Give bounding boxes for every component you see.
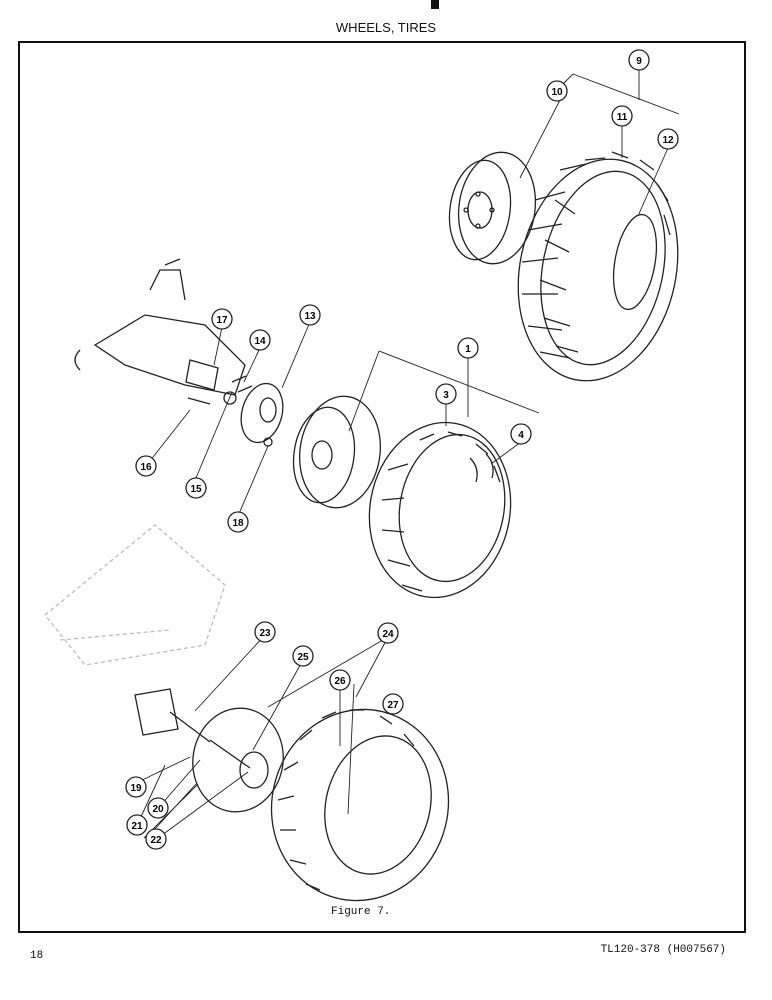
callout-18: 18 [227, 511, 249, 533]
callout-10: 10 [546, 80, 568, 102]
svg-text:22: 22 [150, 835, 162, 846]
svg-text:11: 11 [617, 112, 628, 123]
callout-12: 12 [657, 128, 679, 150]
callout-14: 14 [249, 329, 271, 351]
svg-text:14: 14 [254, 336, 266, 347]
svg-text:12: 12 [662, 135, 674, 146]
svg-text:26: 26 [334, 676, 346, 687]
hub-drawing [223, 375, 284, 447]
svg-text:19: 19 [130, 783, 142, 794]
callout-26: 26 [329, 669, 351, 691]
svg-text:27: 27 [387, 700, 399, 711]
svg-text:25: 25 [297, 652, 309, 663]
callout-17: 17 [211, 308, 233, 330]
svg-text:23: 23 [259, 628, 271, 639]
svg-text:16: 16 [140, 462, 152, 473]
caster-fork-drawing [134, 688, 211, 743]
document-id: TL120-378 (H007567) [600, 944, 726, 956]
front-rim-drawing [292, 395, 382, 509]
rear-tire-drawing [517, 151, 679, 382]
callout-20: 20 [147, 797, 169, 819]
page-number: 18 [30, 950, 44, 962]
svg-text:9: 9 [636, 56, 642, 67]
svg-text:13: 13 [304, 311, 316, 322]
front-tire-drawing [368, 421, 512, 599]
callout-23: 23 [254, 621, 276, 643]
svg-text:4: 4 [518, 430, 524, 441]
caster-tire-drawing [270, 708, 450, 902]
svg-text:17: 17 [216, 315, 228, 326]
svg-text:15: 15 [190, 484, 202, 495]
caster-rim-drawing [192, 707, 284, 813]
rear-rim-drawing [448, 151, 537, 265]
callout-21: 21 [126, 814, 148, 836]
callout-16: 16 [135, 455, 157, 477]
callout-bubbles: 9 10 11 12 13 14 17 1 3 4 16 15 18 23 24… [125, 49, 679, 850]
callout-11: 11 [611, 105, 633, 127]
callout-4: 4 [510, 423, 532, 445]
svg-text:24: 24 [382, 629, 394, 640]
frame-outline-drawing [44, 524, 226, 666]
figure-frame [18, 41, 746, 933]
figure-caption: Figure 7. [331, 906, 391, 918]
callout-19: 19 [125, 776, 147, 798]
callout-27: 27 [382, 693, 404, 715]
callout-15: 15 [185, 477, 207, 499]
svg-text:3: 3 [443, 390, 449, 401]
callout-13: 13 [299, 304, 321, 326]
top-edge-mark [431, 0, 439, 9]
callout-3: 3 [435, 383, 457, 405]
axle-housing-drawing [74, 258, 246, 396]
callout-25: 25 [292, 645, 314, 667]
callout-24: 24 [377, 622, 399, 644]
svg-text:21: 21 [131, 821, 143, 832]
callout-22: 22 [145, 828, 167, 850]
leader-lines [135, 70, 680, 839]
callout-9: 9 [628, 49, 650, 71]
pin-drawing [187, 397, 211, 405]
page-title: WHEELS, TIRES [335, 20, 437, 35]
svg-text:20: 20 [152, 804, 164, 815]
callout-1: 1 [457, 337, 479, 359]
svg-text:18: 18 [232, 518, 244, 529]
svg-text:10: 10 [551, 87, 563, 98]
svg-text:1: 1 [465, 344, 471, 355]
